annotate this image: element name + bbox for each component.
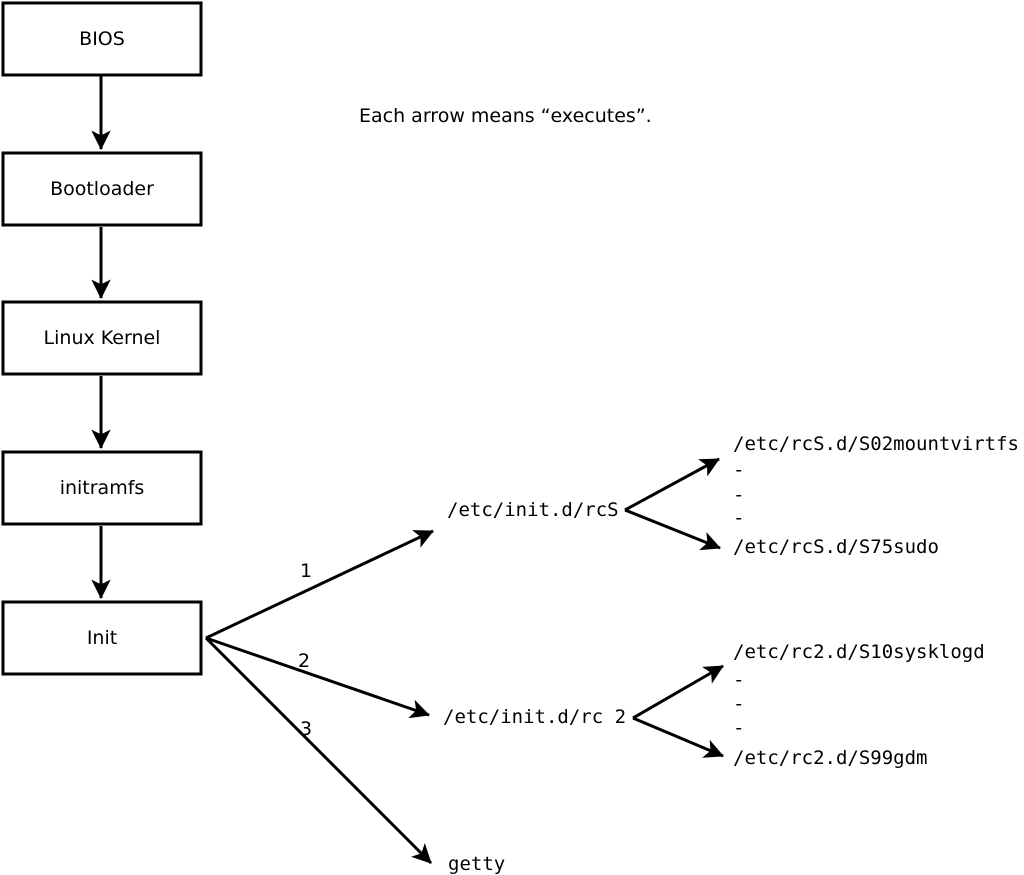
rc2-child-item: /etc/rc2.d/S99gdm [733, 747, 927, 769]
rcs-child-item: - [733, 484, 744, 506]
rcs-script-label: /etc/init.d/rcS [447, 499, 619, 521]
linux-kernel-box [1, 300, 203, 376]
init-box [1, 600, 203, 676]
rc2-child-item: - [733, 693, 744, 715]
bios-box [1, 1, 203, 77]
rc2-fan-upper-arrow [632, 664, 724, 720]
rcs-fan-upper-arrow [624, 457, 720, 512]
bootloader-box-label: Bootloader [50, 178, 154, 200]
rcs-child-item: /etc/rcS.d/S75sudo [733, 536, 939, 558]
initramfs-box [1, 450, 203, 526]
branch-number-2: 2 [298, 650, 310, 672]
arrow-init-to-rc2 [205, 636, 430, 719]
rcs-child-item: - [733, 459, 744, 481]
rc2-fan-lower-arrow [632, 716, 724, 758]
getty-label: getty [448, 853, 505, 875]
rcs-fan-lower-arrow [624, 508, 721, 551]
rc2-script-label: /etc/init.d/rc 2 [443, 706, 626, 728]
bootloader-box [1, 151, 203, 227]
bios-box-label: BIOS [79, 28, 125, 50]
rc2-child-item: /etc/rc2.d/S10sysklogd [733, 641, 985, 663]
initramfs-box-label: initramfs [60, 477, 145, 499]
init-box-label: Init [87, 627, 117, 649]
linux-kernel-box-label: Linux Kernel [44, 327, 161, 349]
rc2-child-item: - [733, 717, 744, 739]
rc2-child-item: - [733, 669, 744, 691]
branch-number-1: 1 [300, 560, 312, 582]
arrow-init-to-rcs [205, 529, 434, 640]
arrow-init-to-getty [204, 636, 433, 865]
note-text: Each arrow means “executes”. [359, 105, 652, 127]
branch-number-3: 3 [300, 718, 312, 740]
rcs-child-item: /etc/rcS.d/S02mountvirtfs [733, 433, 1019, 455]
rcs-child-item: - [733, 507, 744, 529]
